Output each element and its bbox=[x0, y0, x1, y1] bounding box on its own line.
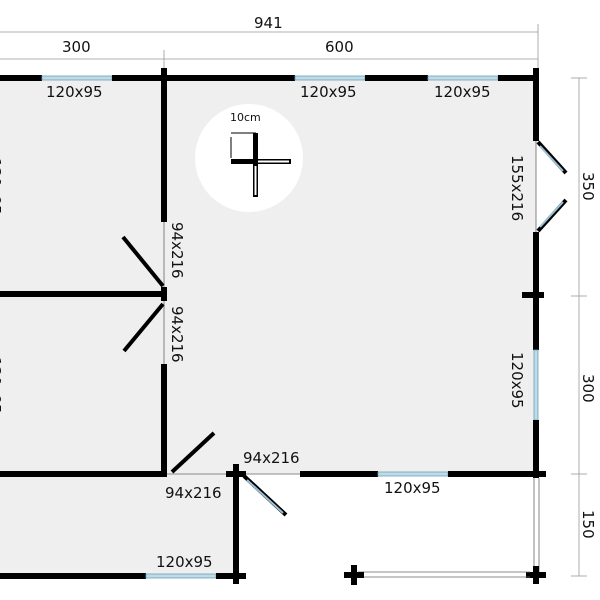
label-door-right-double: 155x216 bbox=[508, 155, 526, 221]
door-leaf-inner-lower bbox=[122, 302, 165, 353]
wall-right-seg3 bbox=[533, 420, 539, 478]
wall-bottom-left-seg bbox=[0, 471, 167, 477]
floor-left-room bbox=[0, 78, 164, 474]
label-window-top-middle: 120x95 bbox=[300, 83, 357, 101]
wall-top-seg2 bbox=[112, 75, 295, 81]
label-door-inner-upper: 94x216 bbox=[168, 222, 186, 279]
scale-legend-beam-h-inner bbox=[258, 160, 289, 163]
label-door-bottom-left: 94x216 bbox=[165, 484, 222, 502]
terrace-post-right-cross bbox=[526, 572, 546, 578]
floor-bottom-left bbox=[0, 474, 236, 576]
label-door-inner-lower: 94x216 bbox=[168, 306, 186, 363]
window-bottom-left bbox=[145, 573, 217, 579]
door-glass-bottom-center bbox=[246, 479, 284, 514]
door-glass-right-bottom bbox=[539, 201, 564, 228]
scale-legend-beam-v bbox=[253, 133, 258, 197]
label-window-bottom-left: 120x95 bbox=[156, 553, 213, 571]
window-top-left bbox=[41, 75, 113, 81]
label-door-bottom-center: 94x216 bbox=[243, 449, 300, 467]
door-leaf-bottom-left bbox=[170, 431, 216, 474]
wall-bottom-right-seg bbox=[448, 471, 546, 477]
label-window-bottom-middle: 120x95 bbox=[384, 479, 441, 497]
wall-bottom-mid-seg bbox=[300, 471, 378, 477]
wall-right-cross bbox=[522, 292, 544, 298]
floor-terrace bbox=[236, 474, 536, 576]
wall-extension-cross-top bbox=[226, 471, 246, 477]
wall-extension-bottom bbox=[0, 573, 146, 579]
label-window-top-right: 120x95 bbox=[434, 83, 491, 101]
window-right-middle bbox=[533, 349, 539, 421]
dim-right-bottom: 150 bbox=[579, 510, 597, 539]
dim-right-middle: 300 bbox=[579, 374, 597, 403]
wall-extension-bottom-end bbox=[216, 573, 246, 579]
scale-legend: 10cm bbox=[195, 104, 303, 212]
label-window-right-middle: 120x95 bbox=[508, 352, 526, 409]
scale-legend-label: 10cm bbox=[230, 111, 261, 124]
dim-right-top: 350 bbox=[579, 172, 597, 201]
door-leaf-inner-upper bbox=[121, 235, 165, 288]
wall-top-seg3 bbox=[365, 75, 428, 81]
dim-total-width: 941 bbox=[254, 14, 283, 32]
wall-top-seg4 bbox=[498, 75, 538, 81]
window-top-middle bbox=[294, 75, 366, 81]
wall-inner-v1 bbox=[161, 68, 167, 222]
label-window-left-lower: 120x95 bbox=[0, 357, 4, 414]
dim-left-width: 300 bbox=[62, 38, 91, 56]
label-window-left-upper: 120x95 bbox=[0, 158, 4, 215]
wall-right-seg1 bbox=[533, 68, 539, 141]
wall-top-seg1 bbox=[0, 75, 42, 81]
wall-inner-v3 bbox=[161, 364, 167, 477]
label-window-top-left: 120x95 bbox=[46, 83, 103, 101]
terrace-post-left-h bbox=[344, 572, 364, 578]
scale-legend-beam-v-inner bbox=[254, 166, 257, 195]
window-bottom-middle bbox=[377, 471, 449, 477]
wall-right-seg2 bbox=[533, 232, 539, 350]
wall-left-partition bbox=[0, 291, 164, 297]
scale-legend-circle bbox=[195, 104, 303, 212]
dim-right-width: 600 bbox=[325, 38, 354, 56]
window-top-right bbox=[427, 75, 499, 81]
door-glass-right-top bbox=[539, 145, 564, 172]
wall-extension-vertical bbox=[233, 464, 239, 584]
